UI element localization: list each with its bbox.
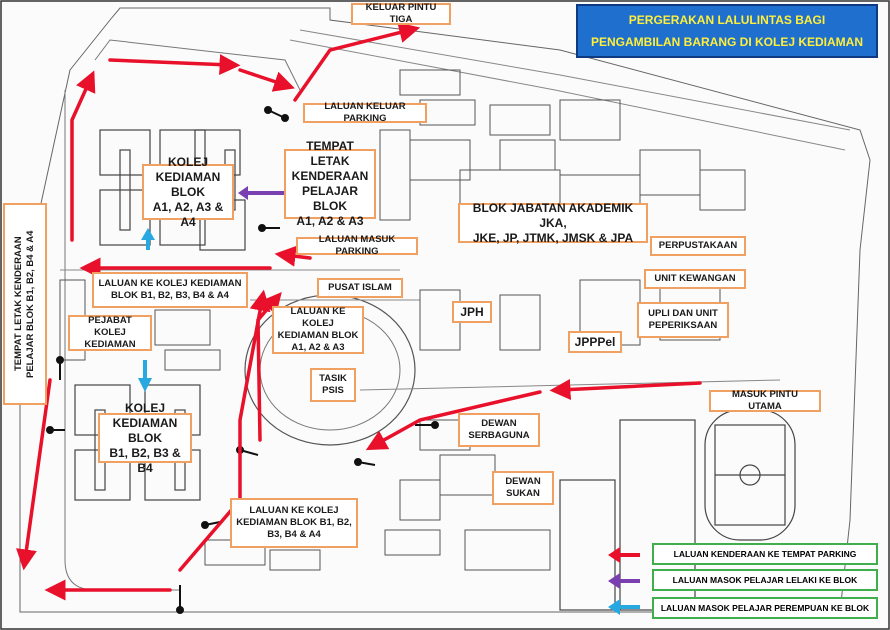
label-laluan-masuk-parking: LALUAN MASUK PARKING xyxy=(296,234,418,257)
route-left-up xyxy=(70,70,96,242)
label-dewan-serbaguna: DEWAN SERBAGUNA xyxy=(458,413,540,447)
title-line-2: PENGAMBILAN BARANG DI KOLEJ KEDIAMAN xyxy=(590,35,863,49)
route-top-right xyxy=(238,68,295,92)
label-masuk-pintu-utama: MASUK PINTU UTAMA xyxy=(709,389,821,412)
route-entry-west xyxy=(365,390,542,451)
route-a-curve xyxy=(274,245,312,267)
label-jpppel: JPPPel xyxy=(568,331,622,353)
label-pusat-islam: PUSAT ISLAM xyxy=(317,278,403,298)
legend-vehicle: LALUAN KENDERAAN KE TEMPAT PARKING xyxy=(652,543,878,565)
label-laluan-ke-a: LALUAN KE KOLEJ KEDIAMAN BLOK A1, A2 & A… xyxy=(272,306,364,354)
label-upli: UPLI DAN UNIT PEPERIKSAAN xyxy=(637,302,729,338)
label-laluan-ke-b-top: LALUAN KE KOLEJ KEDIAMAN BLOK B1, B2, B3… xyxy=(92,272,248,308)
title-line-1: PERGERAKAN LALULINTAS BAGI xyxy=(628,13,826,27)
label-kolej-a: KOLEJ KEDIAMAN BLOK A1, A2, A3 & A4 xyxy=(142,155,234,229)
route-parking-in xyxy=(178,289,271,572)
label-kolej-b: KOLEJ KEDIAMAN BLOK B1, B2, B3 & B4 xyxy=(98,401,192,475)
route-top xyxy=(108,54,241,76)
route-ring-north xyxy=(256,291,282,442)
label-tasik-psis: TASIK PSIS xyxy=(310,368,356,402)
route-main-entry xyxy=(549,378,702,400)
legend-female: LALUAN MASOK PELAJAR PEREMPUAN KE BLOK xyxy=(652,597,878,619)
route-west-down xyxy=(16,378,52,571)
label-perpustakaan: PERPUSTAKAAN xyxy=(650,236,746,256)
label-keluar-pintu-tiga: KELUAR PINTU TIGA xyxy=(351,2,451,25)
route-exit-gate xyxy=(293,22,421,102)
label-tempat-letak-a: TEMPAT LETAK KENDERAAN PELAJAR BLOK A1, … xyxy=(284,139,376,228)
map-title: PERGERAKAN LALULINTAS BAGI PENGAMBILAN B… xyxy=(576,4,878,58)
label-unit-kewangan: UNIT KEWANGAN xyxy=(644,269,746,289)
label-jph: JPH xyxy=(452,301,492,323)
legend-male: LALUAN MASOK PELAJAR LELAKI KE BLOK xyxy=(652,569,878,591)
label-laluan-ke-b-bottom: LALUAN KE KOLEJ KEDIAMAN BLOK B1, B2, B3… xyxy=(230,498,358,548)
label-laluan-keluar-parking: LALUAN KELUAR PARKING xyxy=(303,101,427,124)
label-dewan-sukan: DEWAN SUKAN xyxy=(492,471,554,505)
label-blok-jabatan: BLOK JABATAN AKADEMIK JKA, JKE, JP, JTMK… xyxy=(458,201,648,245)
label-tempat-letak-b: TEMPAT LETAK KENDERAAN PELAJAR BLOK B1, … xyxy=(3,203,47,405)
label-pejabat-kolej: PEJABAT KOLEJ KEDIAMAN xyxy=(68,315,152,351)
